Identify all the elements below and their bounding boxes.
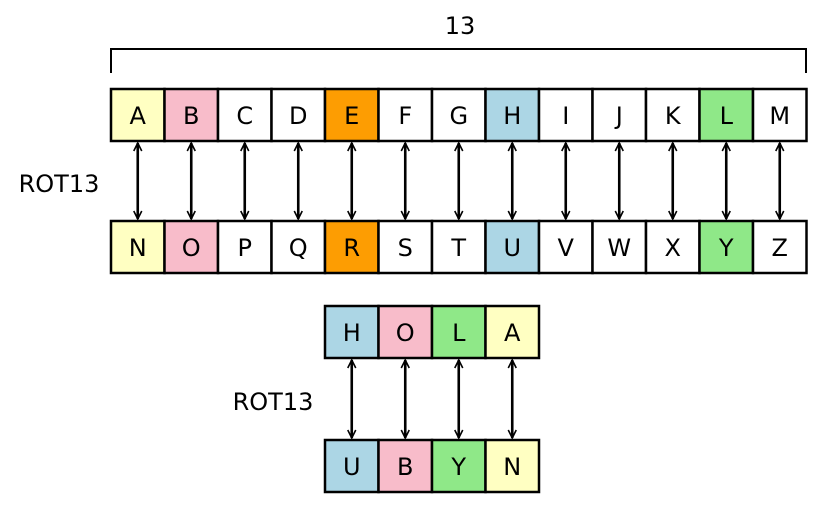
cipher-letter-p: P	[238, 234, 252, 262]
example-cipher-cell-b	[377, 438, 434, 494]
cipher-alphabet-row: N O P Q R S T U V W X Y Z	[109, 219, 808, 275]
example-plain-cell-a	[484, 304, 541, 360]
plain-letter-h: H	[503, 102, 521, 130]
plain-letter-e: E	[344, 102, 359, 130]
cipher-cell-t	[430, 219, 487, 275]
example-cipher-cell-y	[430, 438, 487, 494]
cipher-cell-q	[270, 219, 327, 275]
cipher-letter-v: V	[558, 234, 575, 262]
plain-letter-j: J	[614, 102, 623, 130]
plain-cell-l	[698, 87, 755, 143]
plain-alphabet-row: A B C D E F G H I J K L M	[109, 87, 808, 143]
rot13-example-label: ROT13	[233, 388, 314, 416]
plain-letter-l: L	[720, 102, 734, 130]
example-plain-letter-o: O	[396, 319, 415, 347]
example-cipher-letter-y: Y	[450, 453, 466, 481]
cipher-letter-q: Q	[289, 234, 308, 262]
plain-letter-a: A	[130, 102, 147, 130]
cipher-cell-w	[591, 219, 648, 275]
shift-label: 13	[445, 12, 476, 40]
cipher-letter-z: Z	[772, 234, 788, 262]
plain-cell-m	[751, 87, 808, 143]
rot13-main-label: ROT13	[19, 170, 100, 198]
cipher-cell-s	[377, 219, 434, 275]
cipher-cell-z	[751, 219, 808, 275]
plain-letter-k: K	[665, 102, 682, 130]
example-cipher-letter-n: N	[503, 453, 521, 481]
plain-cell-c	[216, 87, 273, 143]
cipher-letter-n: N	[129, 234, 147, 262]
shift-bracket	[110, 48, 807, 73]
cipher-cell-u	[484, 219, 541, 275]
cipher-letter-r: R	[343, 234, 360, 262]
cipher-letter-x: X	[665, 234, 681, 262]
plain-letter-c: C	[236, 102, 253, 130]
alphabet-mapping-arrows	[138, 143, 780, 219]
cipher-cell-y	[698, 219, 755, 275]
example-plain-letter-l: L	[452, 319, 466, 347]
example-cipher-letter-u: U	[343, 453, 361, 481]
plain-cell-e	[323, 87, 380, 143]
plain-cell-b	[163, 87, 220, 143]
plain-letter-d: D	[289, 102, 307, 130]
plain-cell-h	[484, 87, 541, 143]
plain-cell-g	[430, 87, 487, 143]
cipher-cell-p	[216, 219, 273, 275]
plain-letter-b: B	[183, 102, 199, 130]
example-plain-letter-h: H	[343, 319, 361, 347]
cipher-cell-n	[109, 219, 166, 275]
example-plain-cell-o	[377, 304, 434, 360]
example-cipher-cell-n	[484, 438, 541, 494]
plain-cell-i	[537, 87, 594, 143]
cipher-letter-o: O	[182, 234, 201, 262]
cipher-letter-w: W	[607, 234, 631, 262]
cipher-letter-t: T	[450, 234, 466, 262]
plain-letter-g: G	[449, 102, 468, 130]
cipher-letter-y: Y	[718, 234, 734, 262]
plain-letter-f: F	[398, 102, 412, 130]
cipher-letter-s: S	[398, 234, 413, 262]
plain-letter-i: I	[562, 102, 569, 130]
example-cipher-cell-u	[323, 438, 380, 494]
example-cipher-letter-b: B	[397, 453, 413, 481]
example-mapping-arrows	[352, 360, 513, 438]
cipher-letter-u: U	[503, 234, 521, 262]
plain-letter-m: M	[769, 102, 790, 130]
example-plain-letter-a: A	[504, 319, 521, 347]
plain-cell-a	[109, 87, 166, 143]
plain-cell-j	[591, 87, 648, 143]
